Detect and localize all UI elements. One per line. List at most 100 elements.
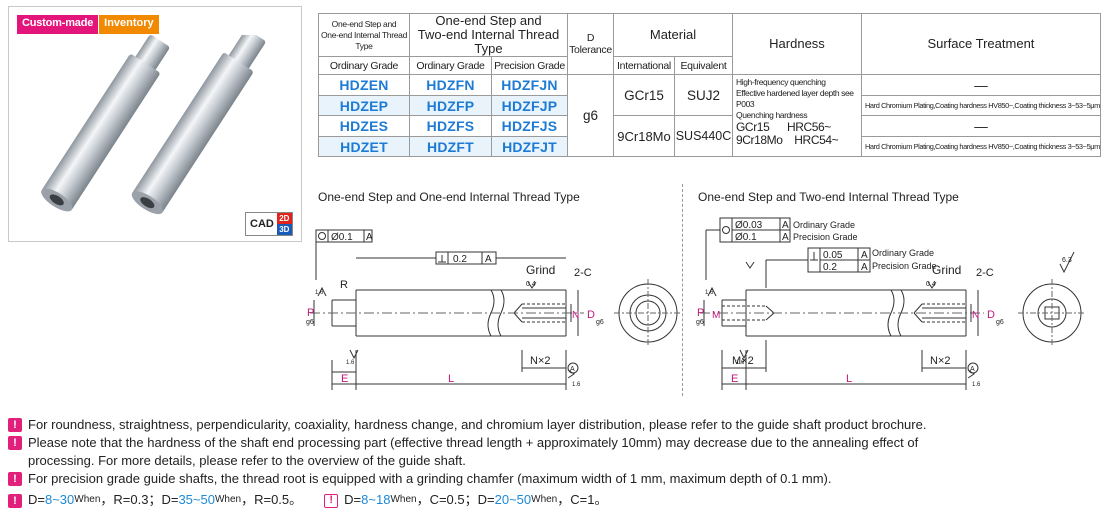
header-equivalent: Equivalent — [674, 56, 733, 75]
part-number-link[interactable]: HDZEP — [318, 95, 410, 116]
d-tolerance: g6 — [996, 319, 1004, 326]
p-label: P — [697, 307, 704, 319]
part-number-link[interactable]: HDZFJT — [491, 136, 568, 157]
datum-a-label: A — [570, 366, 575, 373]
grind-label: Grind — [932, 263, 961, 277]
coax-datum-ordinary: A — [782, 220, 789, 231]
perp-tolerance: 0.2 — [453, 254, 467, 265]
coaxiality-icon — [318, 232, 326, 240]
formula-text: ，R=0.3；D= — [100, 492, 179, 507]
hardness-line: GCr15 HRC56~ — [736, 120, 831, 134]
warning-icon: ! — [8, 494, 22, 508]
header-tolerance: Tolerance — [569, 44, 612, 56]
m-label: M — [712, 310, 720, 321]
part-number-link[interactable]: HDZET — [318, 136, 410, 157]
header-type1: One-end Step and One-end Internal Thread… — [318, 13, 410, 57]
header-material: Material — [613, 13, 733, 57]
perp-datum: A — [485, 254, 492, 265]
header-d-tolerance: D Tolerance — [567, 13, 614, 75]
hardness-line: Quenching hardness — [736, 110, 808, 120]
roughness-value: 1.6 — [315, 290, 324, 296]
nx2-label: N×2 — [530, 355, 551, 367]
material-intl-2: 9Cr18Mo — [613, 115, 675, 157]
note-item: ! For precision grade guide shafts, the … — [8, 470, 1108, 488]
grind-label: Grind — [526, 263, 555, 277]
formula-when: When — [214, 494, 242, 505]
custom-made-badge: Custom-made — [17, 15, 99, 34]
grind-roughness: 0.4 — [926, 281, 936, 288]
header-type1-line2: One-end Internal Thread Type — [320, 29, 408, 51]
p-tolerance: g6 — [696, 319, 704, 326]
surface-none-2: — — [861, 115, 1101, 137]
surface-chrome-1: Hard Chromium Plating,Coating hardness H… — [861, 95, 1101, 116]
part-number-link[interactable]: HDZFJN — [491, 74, 568, 96]
part-number-link[interactable]: HDZES — [318, 115, 410, 137]
note-text: Please note that the hardness of the sha… — [28, 435, 919, 450]
perp-tolerance-ordinary: 0.05 — [823, 250, 843, 261]
perp-grade-precision: Precision Grade — [872, 261, 937, 271]
header-international: International — [613, 56, 675, 75]
header-type2: One-end Step and Two-end Internal Thread… — [409, 13, 568, 57]
cad-download-button[interactable]: CAD 2D 3D — [245, 212, 293, 236]
note-text: For roundness, straightness, perpendicul… — [28, 417, 927, 432]
e-label: E — [341, 373, 348, 385]
coax-datum-precision: A — [782, 232, 789, 243]
table-row: HDZEP HDZFP HDZFJP Hard Chromium Plating… — [318, 95, 1101, 116]
coax-grade-precision: Precision Grade — [793, 232, 858, 242]
drawing-divider — [682, 184, 683, 396]
warning-icon: ! — [8, 472, 22, 486]
drawing-2-title: One-end Step and Two-end Internal Thread… — [698, 190, 959, 204]
roughness-value: 1.6 — [572, 382, 581, 388]
formula-range: 20~50 — [494, 492, 532, 507]
formula-text: D= — [28, 492, 45, 507]
header-surface-treatment: Surface Treatment — [861, 13, 1101, 75]
hardness-line: 9Cr18Mo HRC54~ — [736, 133, 839, 147]
warning-icon: ! — [8, 418, 22, 432]
roughness-value: 1.6 — [972, 382, 981, 388]
drawing-2-diagram: Ø0.03 A Ordinary Grade Ø0.1 A Precision … — [696, 217, 1086, 390]
part-number-link[interactable]: HDZFJP — [491, 95, 568, 116]
header-type2-line2: Two-end Internal Thread Type — [417, 27, 560, 56]
perp-frame-precision — [819, 259, 871, 273]
part-number-link[interactable]: HDZFT — [409, 136, 492, 157]
notes-section: ! For roundness, straightness, perpendic… — [8, 416, 1108, 509]
perp-datum-ordinary: A — [861, 250, 868, 261]
roughness-icon — [967, 369, 975, 379]
roughness-value: 1.6 — [736, 360, 745, 366]
coax-frame-symbol — [719, 217, 733, 243]
perp-tolerance-precision: 0.2 — [823, 262, 837, 273]
formula-row: ! D= 8~30 When ，R=0.3；D= 35~50 When ，R=0… — [8, 491, 1108, 509]
formula-range: 35~50 — [178, 492, 215, 507]
table-row: HDZET HDZFT HDZFJT Hard Chromium Plating… — [318, 136, 1101, 157]
part-number-link[interactable]: HDZFJS — [491, 115, 568, 137]
drawing-1-title: One-end Step and One-end Internal Thread… — [318, 190, 580, 204]
specification-table: One-end Step and One-end Internal Thread… — [318, 13, 1101, 157]
availability-badge: Custom-made Inventory — [17, 15, 159, 34]
formula-when: When — [74, 494, 101, 505]
header-hardness: Hardness — [732, 13, 862, 75]
p-tolerance: g6 — [306, 319, 314, 326]
header-ordinary-grade-2: Ordinary Grade — [409, 56, 492, 75]
formula-when: When — [390, 494, 417, 505]
roughness-general-icon — [1059, 251, 1075, 274]
material-intl-1: GCr15 — [613, 74, 675, 116]
coax-tolerance-ordinary: Ø0.03 — [735, 220, 763, 231]
header-type2-line1: One-end Step and — [435, 13, 542, 28]
part-number-link[interactable]: HDZEN — [318, 74, 410, 96]
note-text-continued: processing. For more details, please ref… — [28, 453, 466, 468]
roughness-icon — [707, 286, 717, 297]
coax-frame-symbol — [315, 229, 329, 243]
part-number-link[interactable]: HDZFN — [409, 74, 492, 96]
part-number-link[interactable]: HDZFP — [409, 95, 492, 116]
shaft-product-image — [41, 35, 266, 215]
inventory-badge: Inventory — [98, 15, 159, 34]
perp-grade-ordinary: Ordinary Grade — [872, 248, 934, 258]
part-number-link[interactable]: HDZFS — [409, 115, 492, 137]
d-tolerance: g6 — [596, 319, 604, 326]
cad-3d-tag: 3D — [276, 224, 292, 235]
grind-roughness: 0.4 — [526, 281, 536, 288]
p-label: P — [307, 307, 314, 319]
roughness-general-value: 6.3 — [1062, 257, 1072, 264]
coax-tolerance-precision: Ø0.1 — [735, 232, 757, 243]
n-label: N — [572, 310, 579, 321]
